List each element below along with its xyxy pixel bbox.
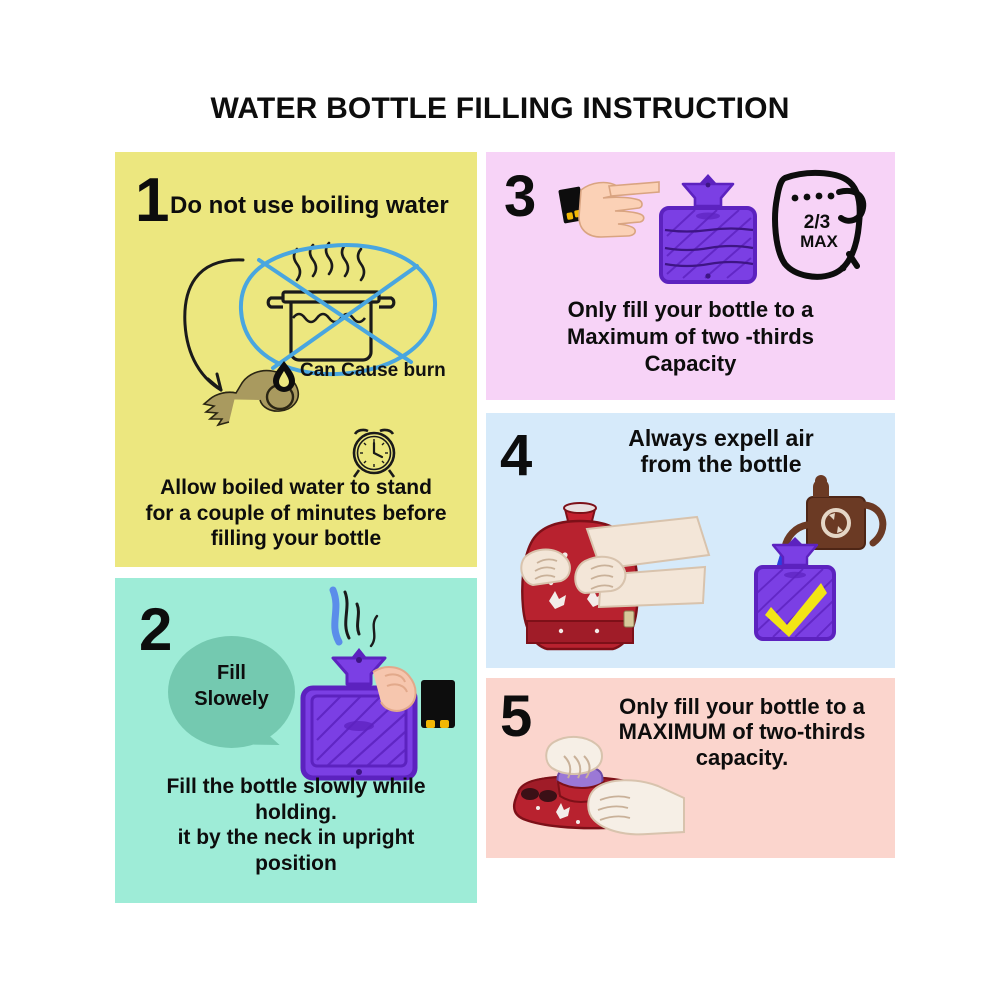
pointing-hand-icon	[558, 181, 660, 238]
panel-step-5: 5 Only fill your bottle to a MAXIMUM of …	[486, 678, 895, 858]
hands-inserting-bottle-icon	[504, 726, 704, 856]
page-title: WATER BOTTLE FILLING INSTRUCTION	[210, 92, 790, 125]
purple-hot-water-bottle-icon	[754, 537, 836, 641]
hands-squeezing-icon	[520, 515, 711, 609]
panel-3-illustration: 2/3 MAX	[558, 160, 881, 290]
purple-hot-water-bottle-icon	[293, 580, 473, 781]
svg-text:MAX: MAX	[800, 232, 838, 251]
panel-5-heading: Only fill your bottle to a MAXIMUM of tw…	[618, 694, 866, 770]
panel-step-4: 4 Always expell air from the bottle	[486, 413, 895, 668]
hands-holding-icon	[545, 736, 685, 836]
panel-step-3: 3	[486, 152, 895, 400]
step-number-3: 3	[504, 164, 537, 229]
svg-text:2/3: 2/3	[804, 212, 830, 233]
panel-1-caption: Allow boiled water to stand for a couple…	[145, 476, 447, 551]
panel-step-2: 2 Fill Slowely	[115, 578, 477, 903]
alarm-clock-icon	[343, 420, 405, 482]
yellow-check-icon	[765, 583, 827, 637]
boiling-pot-crossed-out-icon	[125, 232, 470, 432]
panel-3-caption: Only fill your bottle to a Maximum of tw…	[567, 297, 814, 376]
panel-step-1: 1 Do not use boiling water	[115, 152, 477, 567]
step-number-2: 2	[139, 596, 173, 663]
step-number-5: 5	[500, 684, 533, 749]
purple-hot-water-bottle-icon	[659, 174, 757, 284]
measuring-jug-icon: 2/3 MAX	[772, 169, 867, 280]
step-number-4: 4	[500, 423, 533, 488]
panel-1-inline-label: Can Cause burn	[300, 360, 446, 381]
burned-hand-icon	[200, 357, 320, 427]
speech-bubble-text: Fill Slowely	[194, 662, 269, 710]
speech-bubble	[168, 636, 295, 748]
panel-4-illustration	[491, 471, 891, 666]
panel-4-heading: Always expell air from the bottle	[628, 425, 814, 478]
panel-2-caption: Fill the bottle slowly while holding. it…	[166, 775, 426, 875]
step-number-1: 1	[135, 166, 170, 235]
panel-1-heading: Do not use boiling water	[170, 192, 449, 219]
